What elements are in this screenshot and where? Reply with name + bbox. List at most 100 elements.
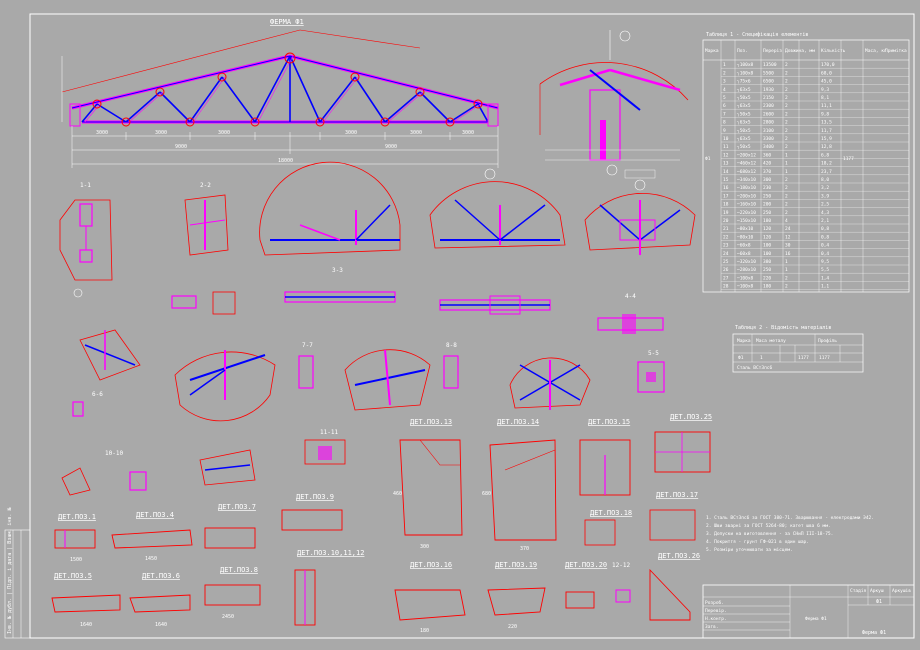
note-2: 2. Шви зварні за ГОСТ 5264-80; катет шва… [706,523,831,529]
spec-header: Примітка [885,48,907,54]
spec-cell: ─80х10 [736,226,754,232]
det-19: ДЕТ.ПОЗ.19 [495,561,537,569]
mat-r2: 1 [760,355,763,361]
det-17: ДЕТ.ПОЗ.17 [656,491,698,499]
spec-header: Переріз [763,48,782,54]
note-4: 4. Покриття - грунт ГФ-021 в один шар. [706,539,809,545]
spec-cell: ┐63х5 [736,120,751,126]
spec-cell: ─340х10 [736,177,756,183]
spec-cell: 24 [723,251,729,257]
node-details-row: 1-1 2-2 [59,161,696,298]
side-strip-text: Інв. № дубл. | Підп. і дата | Взам. інв.… [6,508,13,634]
dim-d8w: 2450 [222,614,234,620]
spec-cell: 100 [763,243,771,249]
spec-cell: 220 [763,275,771,281]
spec-cell: 2 [785,79,788,85]
spec-cell: ─80х10 [736,234,754,240]
spec-cell: ┐63х5 [736,136,751,142]
spec-cell: 13,5 [821,120,832,126]
spec-cell: ┐63х5 [736,103,751,109]
spec-cell: ─100х8 [736,284,754,290]
spec-cell: 17 [723,193,729,199]
spec-total-label: Ф1 [705,156,711,162]
spec-cell: 250 [763,193,771,199]
spec-cell: 120 [763,226,771,232]
spec-cell: 22 [723,234,729,240]
spec-cell: 0,8 [821,234,829,240]
spec-cell: 2 [785,210,788,216]
dim-d6w: 1640 [155,622,167,628]
spec-cell: ─100х8 [736,275,754,281]
spec-cell: 20 [723,218,729,224]
spec-cell: 26 [723,267,729,273]
dim-14w: 370 [520,546,529,552]
dim-half-2: 9000 [385,144,397,150]
spec-cell: 1 [785,161,788,167]
spec-cell: 15,9 [821,136,832,142]
dim-13h: 460 [393,491,402,497]
spec-cell: ─220х10 [736,210,756,216]
spec-cell: 15 [723,177,729,183]
sec-8-8: 8-8 [446,342,457,349]
spec-cell: ┐100х8 [736,62,754,68]
spec-cell: ┐50х5 [736,111,751,117]
notes: 1. Сталь ВСт3пс6 за ГОСТ 380-71. Зварюва… [706,515,874,553]
spec-cell: 2 [723,70,726,76]
dim-d19w: 220 [508,624,517,630]
note-1: 1. Сталь ВСт3пс6 за ГОСТ 380-71. Зварюва… [706,515,874,521]
spec-cell: 2,5 [821,202,829,208]
drawing-border [29,13,915,639]
spec-cell: 2 [785,87,788,93]
stamp-row-2: Перевір. [705,608,727,614]
mat-h1: Марка [737,338,751,344]
spec-cell: 18 [723,202,729,208]
spec-cell: ─280х10 [736,267,756,273]
spec-cell: 370 [763,169,771,175]
spec-table: Таблиця 1 - Специфікація елементів Марка… [702,31,910,293]
spec-cell: 2 [785,284,788,290]
sec-10-10: 10-10 [105,450,123,457]
spec-cell: 1 [785,169,788,175]
spec-cell: 2 [785,70,788,76]
plate-details: 10-10 11-11 ДЕТ.ПОЗ.13 300 460 ДЕТ.ПОЗ.1… [61,413,712,560]
spec-cell: 13500 [763,62,777,68]
spec-cell: ─200х10 [736,193,756,199]
det-13: ДЕТ.ПОЗ.13 [410,418,452,426]
spec-header: Довжина, мм [785,48,815,54]
spec-cell: 230 [763,185,771,191]
spec-cell: 3400 [763,144,774,150]
main-title: ФЕРМА Ф1 [270,18,304,26]
spec-cell: 2 [785,275,788,281]
dim-panel-5: 3000 [410,130,422,136]
dim-panel-1: 3000 [96,130,108,136]
side-strip [4,529,31,639]
sheet-number: Ф1 [876,599,882,605]
dim-d1w: 1500 [70,557,82,563]
spec-cell: 1 [723,62,726,68]
dim-14h: 680 [482,491,491,497]
dim-half-1: 9000 [175,144,187,150]
det-14: ДЕТ.ПОЗ.14 [497,418,539,426]
spec-cell: 25 [723,259,729,265]
stamp-row-4: Затв. [705,624,719,630]
spec-cell: 0,8 [821,226,829,232]
stamp-sheet: Аркуш [870,588,884,594]
stamp-row-1: Розроб. [705,599,724,606]
det-10: ДЕТ.ПОЗ.10,11,12 [297,549,364,557]
mat-r4: 1177 [819,355,830,361]
spec-cell: ┐100х8 [736,70,754,76]
spec-cell: 0,4 [821,243,829,249]
sections-row-3: 3-3 4-4 [171,267,664,334]
spec-cell: 2 [785,185,788,191]
spec-cell: ─320х10 [736,259,756,265]
spec-cell: 21 [723,226,729,232]
spec-cell: 2 [785,128,788,134]
spec-cell: 3,9 [821,193,829,199]
spec-cell: 30 [785,243,791,249]
spec-cell: ─200х12 [736,152,756,158]
spec-cell: 2 [785,95,788,101]
mat-h3: Профіль [818,338,837,344]
node-details-row-4: 7-7 8-8 5-5 6-6 [72,329,665,422]
sec-3-3: 3-3 [332,267,343,274]
sec-1-1: 1-1 [80,182,91,189]
